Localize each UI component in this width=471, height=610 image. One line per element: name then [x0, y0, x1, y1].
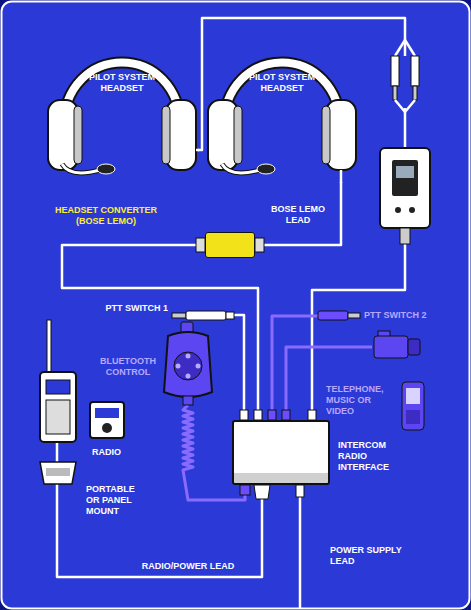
ptt-plug — [318, 311, 348, 320]
plug-tip — [348, 313, 360, 318]
power-supply-lead — [299, 495, 302, 609]
cable — [272, 316, 318, 420]
jack-tip — [413, 86, 417, 100]
device-label: PTT SWITCH 1 — [96, 303, 168, 314]
headset-node: PILOT SYSTEM HEADSET — [206, 42, 358, 182]
bluetooth-neck — [183, 396, 193, 405]
microphone — [257, 164, 275, 174]
adapter-button — [409, 207, 415, 213]
bluetooth-keypad — [174, 352, 202, 380]
headset-illustration — [208, 63, 356, 184]
phone-screen — [406, 388, 420, 404]
adapter-window — [396, 166, 414, 178]
media-device-node: TELEPHONE, MUSIC OR VIDEO — [372, 331, 426, 433]
lemo-plug — [255, 238, 264, 252]
connector-pins — [46, 468, 70, 476]
strain-relief — [226, 312, 234, 319]
ear-pad — [74, 106, 82, 164]
keypad-button — [196, 364, 201, 369]
jack-plug — [411, 56, 419, 86]
adapter-panel — [392, 160, 418, 196]
camera-lens — [408, 339, 420, 355]
mic-boom — [62, 164, 100, 173]
ptt-plug — [186, 311, 226, 320]
radio-node: RADIOPORTABLE OR PANEL MOUNT — [38, 318, 128, 443]
radio-display — [46, 380, 70, 394]
device-label: PILOT SYSTEM HEADSET — [242, 72, 322, 94]
jack-socket — [254, 410, 262, 420]
headset-cord — [196, 149, 199, 152]
bluetooth-node: BLUETOOTH CONTROL — [163, 322, 213, 405]
jack-socket — [282, 410, 290, 420]
power-plug — [296, 485, 304, 497]
jack-tip — [393, 86, 397, 100]
d-sub-connector — [254, 485, 270, 499]
radio-display — [95, 408, 119, 418]
keypad-button — [176, 364, 181, 369]
cable — [62, 245, 258, 420]
camera-body — [374, 336, 408, 358]
device-label: RADIO — [92, 447, 136, 458]
intercom-box: INTERCOM RADIO INTERFACE — [232, 420, 330, 485]
keypad-button — [186, 374, 191, 379]
radio-knob — [102, 423, 112, 433]
ear-pad — [162, 106, 170, 164]
bluetooth-body — [164, 332, 212, 397]
cable — [255, 182, 341, 245]
microphone — [97, 164, 115, 174]
y-splitter — [395, 40, 415, 56]
radio-antenna — [47, 320, 51, 372]
jack-socket — [240, 485, 250, 495]
radio-keypad — [46, 400, 70, 434]
adapter-box — [380, 148, 430, 228]
mic-boom-outline — [62, 164, 100, 173]
device-label: INTERCOM RADIO INTERFACE — [338, 440, 400, 473]
device-label: BLUETOOTH CONTROL — [96, 356, 160, 378]
ear-pad — [234, 106, 242, 164]
cable-label: POWER SUPPLY LEAD — [330, 545, 406, 567]
jack-plug — [391, 56, 399, 86]
d-sub-connector — [40, 462, 76, 484]
lemo-plug — [400, 228, 410, 244]
cable — [198, 18, 405, 420]
jack-socket — [240, 410, 248, 420]
device-label: HEADSET CONVERTER (BOSE LEMO) — [51, 205, 161, 227]
jack-socket — [308, 410, 316, 420]
converter-node: HEADSET CONVERTER (BOSE LEMO) — [205, 232, 255, 258]
ear-pad — [322, 106, 330, 164]
lemo-plug — [196, 238, 205, 252]
jack-socket — [268, 410, 276, 420]
mic-boom — [222, 164, 260, 173]
device-label: PORTABLE OR PANEL MOUNT — [86, 484, 142, 517]
headset-cord — [340, 170, 343, 183]
phone-body — [402, 382, 424, 430]
adapter-lead — [395, 100, 415, 112]
cable-mask — [386, 56, 424, 108]
cable-label: RADIO/POWER LEAD — [138, 561, 238, 572]
adapter-button — [395, 207, 401, 213]
connector-group — [57, 18, 405, 577]
device-label: PILOT SYSTEM HEADSET — [82, 72, 162, 94]
keypad-button — [186, 354, 191, 359]
device-label: TELEPHONE, MUSIC OR VIDEO — [326, 384, 388, 417]
device-label: PTT SWITCH 2 — [364, 310, 444, 321]
plug-tip — [172, 313, 186, 318]
phone-keypad — [406, 410, 420, 424]
headset-node: PILOT SYSTEM HEADSET — [46, 42, 198, 182]
ptt-switch-node: PTT SWITCH 2 — [318, 311, 360, 321]
cable — [234, 315, 244, 420]
ptt-switch-node: PTT SWITCH 1 — [172, 310, 234, 320]
portable-radio — [40, 372, 76, 442]
headset-illustration — [48, 63, 196, 175]
mic-boom-outline — [222, 164, 260, 173]
panel-radio — [90, 402, 124, 438]
cable-label: BOSE LEMO LEAD — [268, 204, 328, 226]
